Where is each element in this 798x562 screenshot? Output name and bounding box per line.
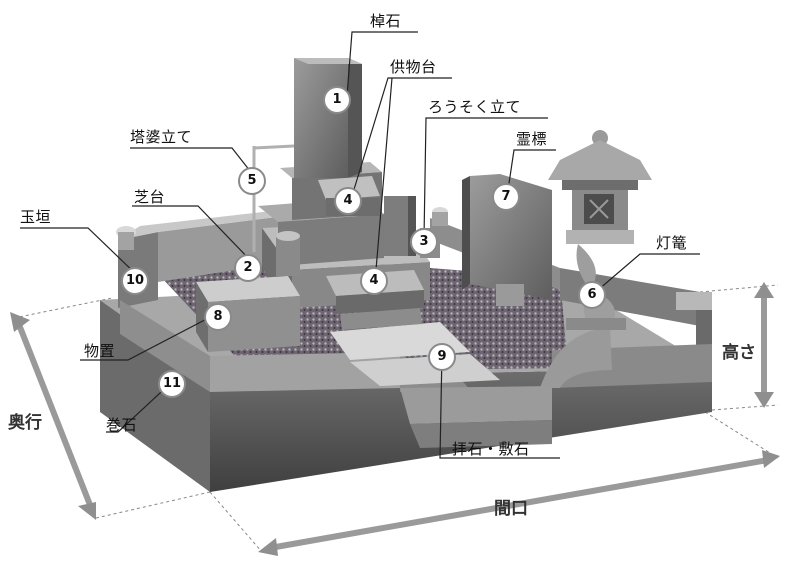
marker-4-lower: 4 — [360, 267, 388, 295]
marker-3: 3 — [410, 228, 438, 256]
label-height: 高さ — [722, 343, 756, 363]
label-rousokutate: ろうそく立て — [428, 98, 522, 116]
depth-arrow — [10, 312, 96, 520]
marker-7: 7 — [492, 183, 520, 211]
touba-stand — [252, 144, 295, 252]
label-kumotsudai: 供物台 — [390, 58, 437, 76]
marker-9: 9 — [428, 343, 456, 371]
label-makiishi: 巻石 — [106, 416, 138, 434]
label-reihyo: 霊標 — [516, 130, 548, 148]
leader-lines — [20, 31, 700, 459]
marker-2: 2 — [234, 254, 262, 282]
label-saoishi: 棹石 — [370, 12, 402, 30]
label-shibadai: 芝台 — [134, 188, 166, 206]
label-haiseki: 拝石・敷石 — [452, 440, 530, 458]
pillars — [276, 196, 416, 276]
height-arrow — [754, 282, 774, 408]
marker-10: 10 — [121, 267, 149, 295]
marker-6: 6 — [578, 281, 606, 309]
dimension-guides — [13, 284, 779, 553]
width-arrow — [258, 450, 780, 556]
marker-1: 1 — [323, 86, 351, 114]
label-width: 間口 — [494, 499, 528, 519]
marker-4-upper: 4 — [334, 187, 362, 215]
monooki-stone — [196, 276, 300, 352]
label-touro: 灯篭 — [656, 234, 688, 252]
marker-8: 8 — [204, 303, 232, 331]
label-tamagaki: 玉垣 — [20, 208, 52, 226]
lantern — [548, 130, 652, 330]
marker-11: 11 — [158, 370, 186, 398]
marker-5: 5 — [238, 167, 266, 195]
label-touba: 塔婆立て — [130, 128, 193, 146]
reihyo-stone — [462, 174, 552, 306]
label-depth: 奥行 — [8, 413, 42, 433]
label-monooki: 物置 — [84, 342, 116, 360]
